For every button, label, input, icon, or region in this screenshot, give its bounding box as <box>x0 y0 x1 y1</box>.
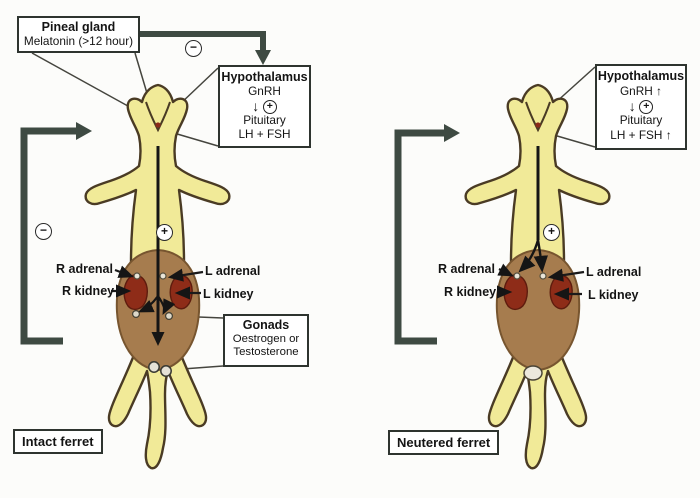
arrow-up-icon: ↑ <box>665 127 672 142</box>
lh-fsh-row: LH + FSH ↑ <box>597 128 685 143</box>
gonads-line1: Oestrogen or <box>232 332 300 345</box>
right-feedback-loop-arrow <box>394 124 460 345</box>
gonads-line2: Testosterone <box>233 346 299 359</box>
stimulation-row: ↓ + <box>597 99 685 114</box>
hypothalamus-title: Hypothalamus <box>597 69 685 83</box>
right-panel-l-adrenal-label: L adrenal <box>586 265 642 279</box>
left-panel-r-adrenal-label: R adrenal <box>56 262 113 276</box>
neutered-bladder-organ <box>523 365 543 381</box>
right-organ-label-arrows <box>496 263 585 301</box>
plus-icon: + <box>262 99 277 114</box>
hypothalamus-title: Hypothalamus <box>221 70 308 84</box>
gonads-title: Gonads <box>242 318 290 332</box>
right-panel-r-adrenal-label: R adrenal <box>438 262 495 276</box>
right-panel-r-kidney-label: R kidney <box>444 285 497 299</box>
plus-icon: + <box>543 224 560 241</box>
left-panel-l-kidney-label: L kidney <box>203 287 254 301</box>
left-organ-label-arrows <box>111 265 204 300</box>
right-hypothalamus-box: Hypothalamus GnRH ↑ ↓ + Pituitary LH + F… <box>595 64 687 150</box>
right-hormone-pathway-arrow <box>518 146 548 273</box>
pineal-gland-title: Pineal gland <box>41 20 116 34</box>
gonads-box: Gonads Oestrogen or Testosterone <box>223 314 309 367</box>
left-feedback-loop-arrow <box>20 122 92 345</box>
gnrh-row: GnRH ↑ <box>597 84 685 99</box>
minus-icon: − <box>35 223 52 240</box>
arrow-down-icon: ↓ <box>628 97 636 114</box>
left-panel-r-kidney-label: R kidney <box>62 284 115 298</box>
pineal-gland-box: Pineal gland Melatonin (>12 hour) <box>17 16 140 53</box>
plus-icon: + <box>639 99 654 114</box>
intact-gonads-organs <box>132 310 174 377</box>
pituitary-label: Pituitary <box>619 112 663 127</box>
neutered-ferret-caption: Neutered ferret <box>388 430 500 455</box>
pituitary-label: Pituitary <box>243 112 286 127</box>
intact-ferret-caption: Intact ferret <box>13 429 103 454</box>
arrow-down-icon: ↓ <box>252 97 260 114</box>
arrow-up-icon: ↑ <box>656 83 663 98</box>
gnrh-label: GnRH <box>619 83 653 98</box>
plus-icon: + <box>156 224 173 241</box>
left-panel-l-adrenal-label: L adrenal <box>205 264 261 278</box>
lh-fsh-label: LH + FSH <box>238 126 291 141</box>
pineal-gland-subtitle: Melatonin (>12 hour) <box>23 33 134 48</box>
minus-icon: − <box>185 40 202 57</box>
left-hypothalamus-box: Hypothalamus GnRH ↓ + Pituitary LH + FSH <box>218 65 311 148</box>
right-panel-l-kidney-label: L kidney <box>588 288 639 302</box>
stimulation-row: ↓ + <box>220 99 309 114</box>
gnrh-label: GnRH <box>248 83 281 98</box>
pineal-to-hypothalamus-arrow <box>140 31 271 65</box>
lh-fsh-label: LH + FSH <box>610 127 663 142</box>
left-hormone-pathway-arrow <box>137 146 176 346</box>
